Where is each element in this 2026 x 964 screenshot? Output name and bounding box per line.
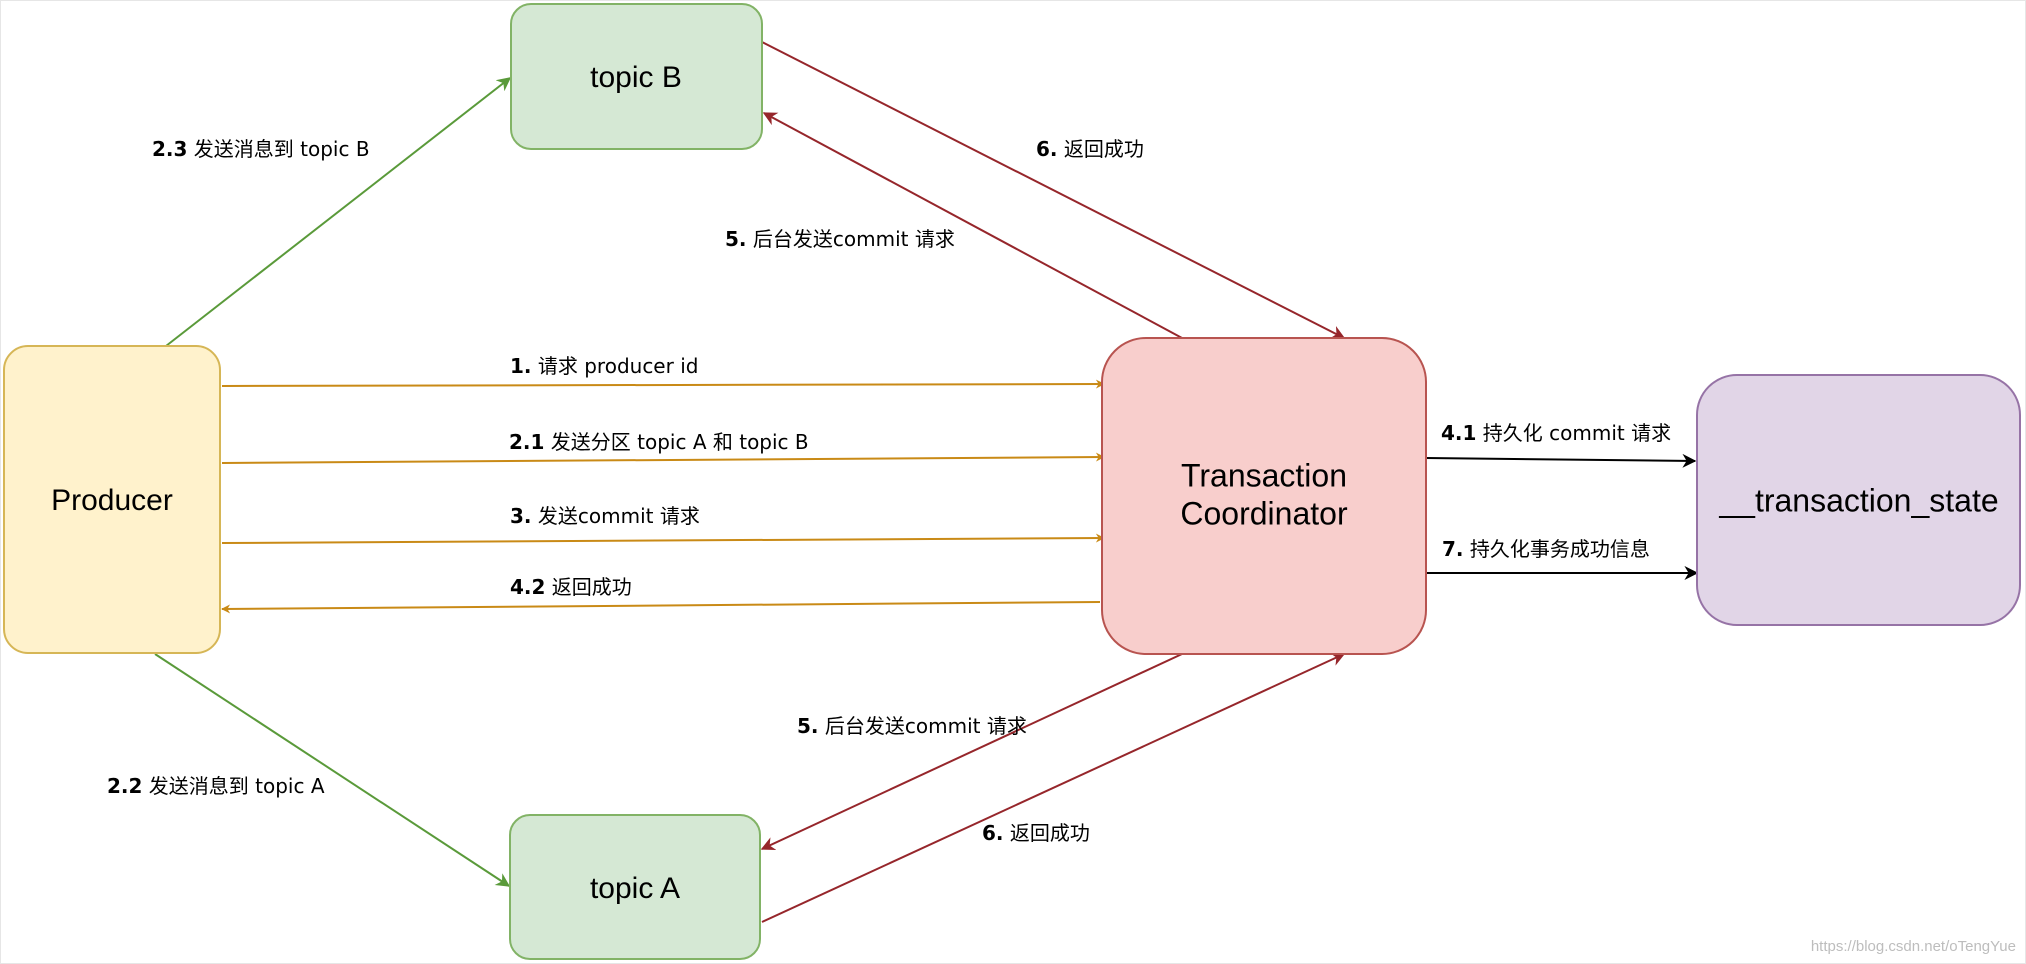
edge-5-commit-to-topic-a: [760, 653, 1183, 851]
topic-a-label: topic A: [590, 872, 680, 905]
edge-6-topic-a-success: [761, 652, 1346, 923]
edge-2-1-text: 发送分区 topic A 和 topic B: [544, 430, 808, 454]
transaction-state-label: __transaction_state: [1718, 482, 1998, 518]
edge-2-3-num: 2.3: [152, 137, 187, 161]
edge-2-3-text: 发送消息到 topic B: [187, 137, 369, 161]
edge-4-1-num: 4.1: [1441, 421, 1476, 445]
transaction-state-node: __transaction_state: [1696, 374, 2021, 626]
edge-5-top-label: 5. 后台发送commit 请求: [725, 227, 955, 251]
edge-4-2-text: 返回成功: [545, 575, 631, 599]
watermark-text: https://blog.csdn.net/oTengYue: [1811, 938, 2016, 955]
topic-b-label: topic B: [590, 61, 682, 94]
edge-6-top-label: 6. 返回成功: [1036, 137, 1144, 161]
edge-2-2-num: 2.2: [107, 774, 142, 798]
coordinator-label-line2: Coordinator: [1180, 495, 1348, 531]
edge-4-1-text: 持久化 commit 请求: [1476, 421, 1671, 445]
edge-2-3-label: 2.3 发送消息到 topic B: [152, 137, 370, 161]
edge-4-1-persist-commit: [1425, 453, 1697, 468]
edge-7-text: 持久化事务成功信息: [1464, 537, 1650, 561]
producer-label: Producer: [51, 484, 173, 517]
edge-3-label: 3. 发送commit 请求: [510, 504, 700, 528]
edge-5-top-text: 后台发送commit 请求: [747, 227, 955, 251]
edge-2-2-send-to-topic-a: [154, 653, 511, 887]
edge-1-text: 请求 producer id: [532, 354, 699, 378]
edge-5-bottom-num: 5.: [797, 714, 819, 738]
edge-7-label: 7. 持久化事务成功信息: [1442, 537, 1650, 561]
edge-4-2-label: 4.2 返回成功: [510, 575, 632, 599]
edge-2-1-num: 2.1: [509, 430, 544, 454]
edge-2-1-send-partitions: [221, 452, 1105, 464]
producer-node: Producer: [3, 345, 221, 654]
edge-4-1-label: 4.1 持久化 commit 请求: [1441, 421, 1671, 445]
coordinator-label-line1: Transaction: [1181, 457, 1347, 493]
edge-1-request-producer-id: [221, 379, 1105, 389]
edge-6-topic-b-success: [761, 41, 1346, 339]
edge-4-2-return-success: [221, 601, 1101, 614]
edge-2-3-send-to-topic-b: [165, 77, 512, 347]
topic-a-node: topic A: [509, 814, 761, 960]
edge-3-num: 3.: [510, 504, 532, 528]
edge-1-label: 1. 请求 producer id: [510, 354, 698, 378]
edge-2-2-text: 发送消息到 topic A: [142, 774, 324, 798]
edge-2-2-label: 2.2 发送消息到 topic A: [107, 774, 325, 798]
edge-5-bottom-text: 后台发送commit 请求: [819, 714, 1027, 738]
topic-b-node: topic B: [510, 3, 763, 150]
edge-6-top-text: 返回成功: [1058, 137, 1144, 161]
edge-7-num: 7.: [1442, 537, 1464, 561]
edge-1-num: 1.: [510, 354, 532, 378]
edge-5-commit-to-topic-b: [762, 112, 1183, 339]
edge-6-top-num: 6.: [1036, 137, 1058, 161]
transaction-coordinator-node: Transaction Coordinator: [1101, 337, 1427, 655]
edge-6-bottom-label: 6. 返回成功: [982, 821, 1090, 845]
edge-4-2-num: 4.2: [510, 575, 545, 599]
edge-6-bottom-text: 返回成功: [1004, 821, 1090, 845]
edge-2-1-label: 2.1 发送分区 topic A 和 topic B: [509, 430, 809, 454]
edge-5-bottom-label: 5. 后台发送commit 请求: [797, 714, 1027, 738]
edge-6-bottom-num: 6.: [982, 821, 1004, 845]
edge-3-text: 发送commit 请求: [532, 504, 700, 528]
edge-3-send-commit: [221, 533, 1105, 544]
edge-5-top-num: 5.: [725, 227, 747, 251]
